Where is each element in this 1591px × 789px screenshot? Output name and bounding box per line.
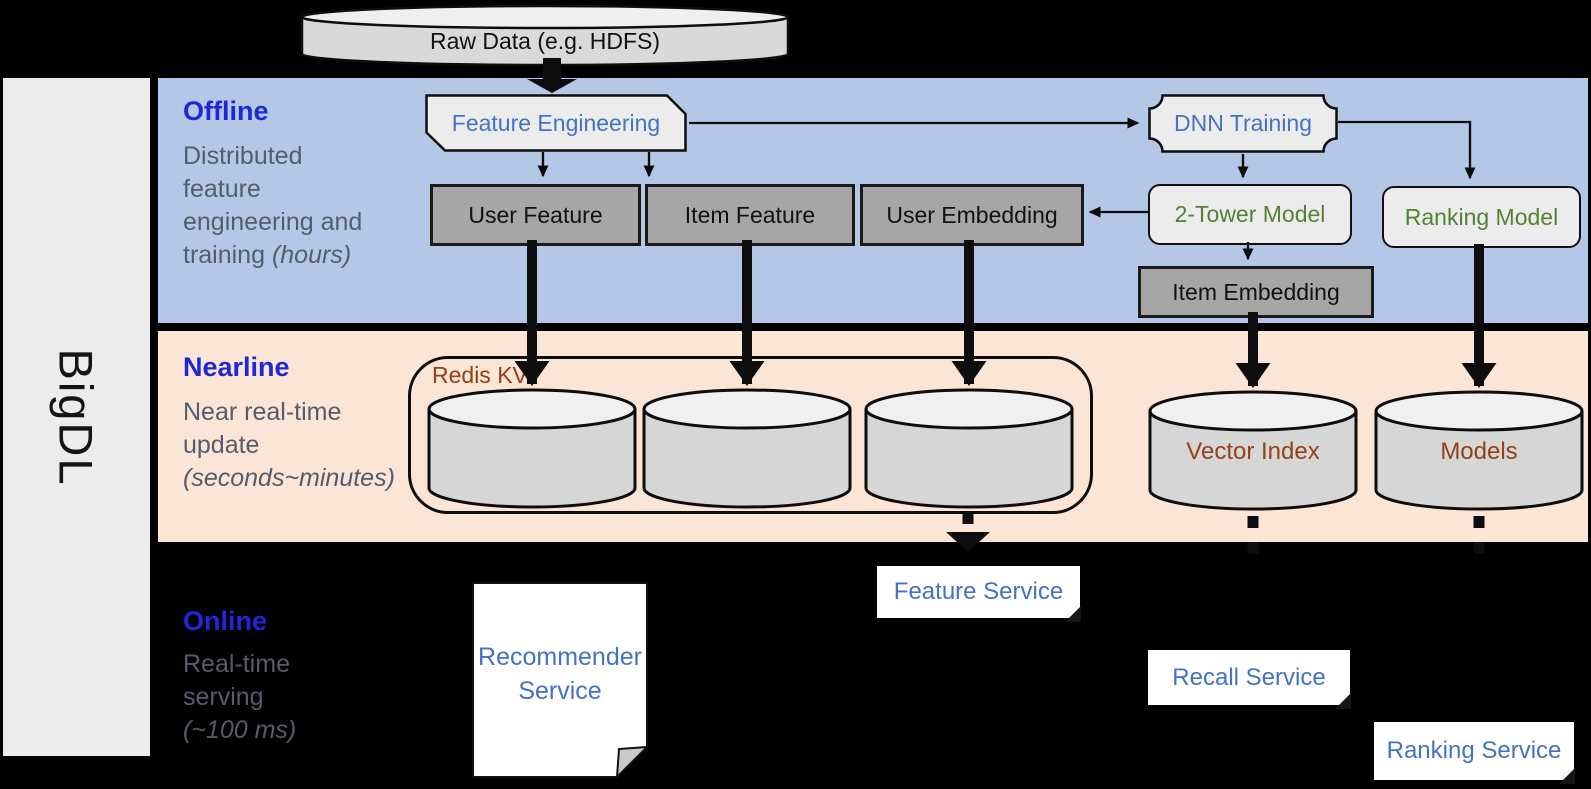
cylinder-icon	[427, 388, 637, 509]
raw-data-label: Raw Data (e.g. HDFS)	[429, 28, 661, 54]
online-title: Online	[183, 606, 268, 636]
redis-kv-label: Redis KV	[432, 362, 528, 388]
cylinder-icon	[642, 388, 852, 509]
user-embedding-node: User Embedding	[860, 184, 1084, 246]
recommender-service-label: Recommender Service	[478, 643, 642, 705]
document-icon	[472, 582, 648, 778]
user-feature-label: User Feature	[468, 201, 603, 228]
two-tower-model-label: 2-Tower Model	[1174, 201, 1326, 227]
offline-title: Offline	[183, 96, 269, 126]
models-label: Models	[1440, 438, 1518, 465]
bigdl-sidebar: BigDL	[3, 78, 150, 756]
user-embedding-label: User Embedding	[886, 201, 1058, 228]
feature-engineering-label: Feature Engineering	[451, 110, 661, 136]
folded-corner-icon	[1335, 693, 1351, 709]
item-feature-node: Item Feature	[645, 184, 855, 246]
online-description: Real-time serving (~100 ms)	[183, 650, 297, 744]
vector-index-store: Vector Index	[1148, 390, 1358, 512]
item-embedding-label: Item Embedding	[1172, 278, 1340, 305]
recall-service-label: Recall Service	[1172, 663, 1326, 691]
cylinder-icon	[864, 388, 1074, 509]
ranking-model-label: Ranking Model	[1404, 203, 1559, 230]
cylinder-icon	[300, 4, 790, 67]
nearline-description: Near real-time update (seconds~minutes)	[183, 398, 395, 492]
kv-store-cylinder-3	[864, 388, 1074, 510]
item-embedding-node: Item Embedding	[1138, 266, 1374, 318]
snip-rect-icon	[425, 94, 687, 152]
user-feature-node: User Feature	[430, 184, 641, 246]
folded-corner-icon	[1065, 606, 1081, 622]
offline-description: Distributed feature engineering and trai…	[183, 142, 363, 269]
kv-store-cylinder-2	[642, 388, 852, 510]
nearline-title: Nearline	[183, 352, 290, 382]
ranking-service-node: Ranking Service	[1374, 722, 1575, 784]
two-tower-model-node: 2-Tower Model	[1148, 184, 1352, 245]
plaque-icon	[1148, 94, 1338, 153]
vector-index-label: Vector Index	[1186, 438, 1320, 465]
raw-data-store: Raw Data (e.g. HDFS)	[300, 4, 790, 67]
dnn-training-node: DNN Training	[1148, 94, 1338, 153]
cylinder-icon	[1148, 390, 1358, 511]
recall-service-node: Recall Service	[1148, 650, 1351, 709]
models-store: Models	[1374, 390, 1584, 512]
feature-service-label: Feature Service	[893, 578, 1064, 605]
folded-corner-icon	[1559, 768, 1575, 784]
ranking-service-label: Ranking Service	[1386, 737, 1562, 764]
dnn-training-label: DNN Training	[1173, 110, 1313, 136]
kv-store-cylinder-1	[427, 388, 637, 510]
ranking-model-node: Ranking Model	[1382, 186, 1581, 248]
bigdl-logo-text: BigDL	[49, 347, 103, 487]
item-feature-label: Item Feature	[684, 201, 816, 228]
recommender-service-node: Recommender Service	[472, 582, 648, 778]
feature-service-node: Feature Service	[877, 566, 1081, 622]
cylinder-icon	[1374, 390, 1584, 511]
feature-engineering-node: Feature Engineering	[425, 94, 687, 152]
